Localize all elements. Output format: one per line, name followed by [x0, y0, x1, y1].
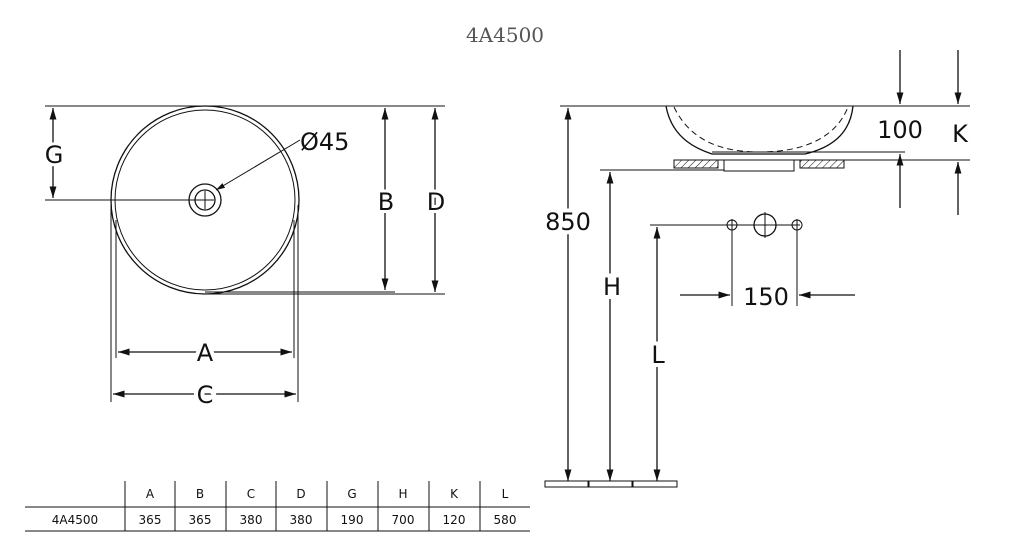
- table-header: L: [502, 487, 509, 501]
- label-k: K: [952, 120, 969, 148]
- table-cell: 120: [443, 513, 466, 527]
- table-header: K: [450, 487, 459, 501]
- label-150: 150: [743, 283, 789, 311]
- label-850: 850: [545, 208, 591, 236]
- table-cell: 190: [341, 513, 364, 527]
- label-b: B: [378, 188, 394, 216]
- table-header: H: [398, 487, 407, 501]
- countertop-left: [673, 159, 719, 169]
- drain-leader: [215, 139, 301, 191]
- table-cell: 700: [392, 513, 415, 527]
- label-l: L: [651, 341, 665, 369]
- countertop-right: [799, 159, 845, 169]
- table-header: D: [296, 487, 305, 501]
- table-cell: 380: [290, 513, 313, 527]
- plan-view: Ø45 G B D A C: [42, 105, 448, 413]
- table-header: C: [247, 487, 255, 501]
- drawing-title: 4A4500: [466, 23, 544, 47]
- table-cell: 4A4500: [52, 513, 98, 527]
- table-header: G: [347, 487, 356, 501]
- table-header: B: [196, 487, 204, 501]
- floor: [544, 480, 589, 488]
- label-g: G: [45, 141, 64, 169]
- label-d: D: [427, 188, 445, 216]
- label-100: 100: [877, 116, 923, 144]
- dimensions-table: A B C D G H K L 4A4500 365 365 380 380 190 700 120 580: [25, 481, 530, 532]
- table-cell: 380: [240, 513, 263, 527]
- label-c: C: [197, 381, 214, 409]
- table-header: A: [146, 487, 155, 501]
- side-view: 850 H L 150 100 K: [541, 50, 970, 488]
- drain-label: Ø45: [300, 128, 349, 156]
- label-h: H: [603, 273, 621, 301]
- table-cell: 580: [494, 513, 517, 527]
- label-a: A: [197, 339, 214, 367]
- basin-profile: [665, 105, 854, 155]
- table-cell: 365: [189, 513, 212, 527]
- table-cell: 365: [139, 513, 162, 527]
